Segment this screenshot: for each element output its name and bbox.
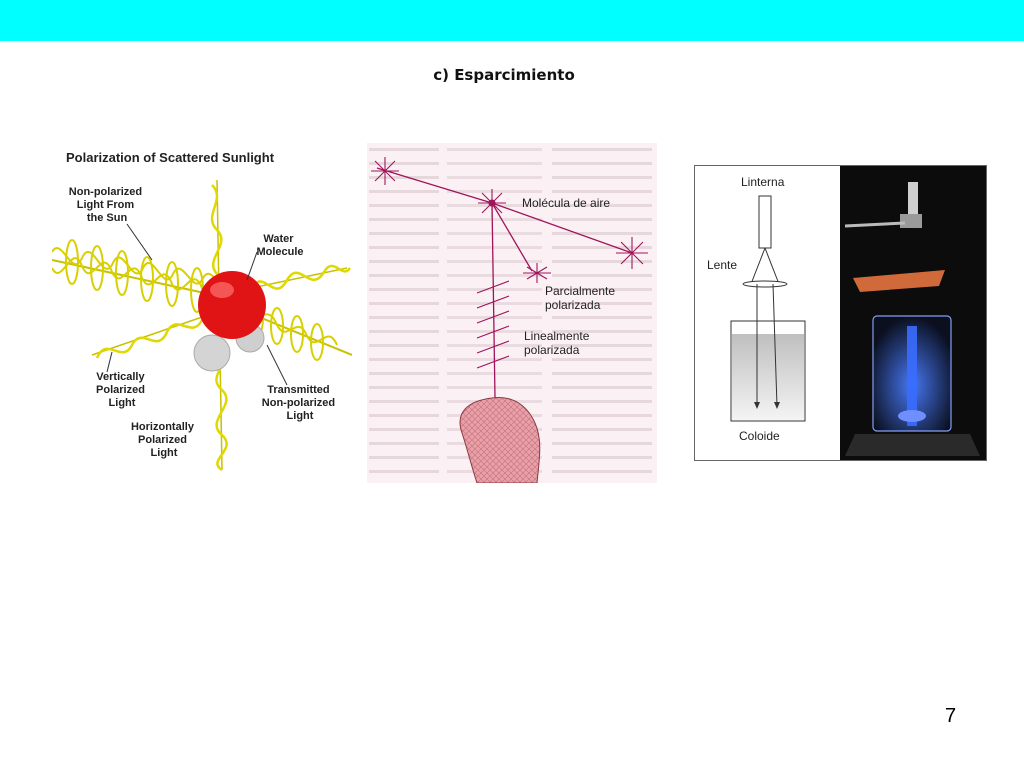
light-beam [907, 326, 917, 426]
colloid-schematic: Linterna Lente Coloide [695, 166, 840, 460]
colloid-figure: Linterna Lente Coloide [694, 165, 987, 461]
air-molecule-figure: Molécula de aire Parcialmente polarizada… [367, 143, 657, 483]
label-water-molecule: Water Molecule [256, 233, 303, 258]
label-non-polarized-source: Non-polarized Light From the Sun [69, 186, 145, 224]
polarization-figure-title: Polarization of Scattered Sunlight [66, 150, 275, 165]
label-vertically-polarized: Vertically Polarized Light [96, 371, 148, 409]
oxygen-atom [198, 271, 266, 339]
lens [742, 280, 788, 288]
label-air-molecule: Molécula de aire [522, 196, 610, 210]
flashlight [758, 195, 772, 249]
polarization-figure: Polarization of Scattered Sunlight [52, 140, 352, 475]
beaker [730, 320, 806, 422]
label-linearly-polarized: Linealmente polarizada [524, 329, 593, 357]
label-flashlight: Linterna [741, 175, 785, 189]
water-molecule [193, 271, 266, 372]
label-horizontally-polarized: Horizontally Polarized Light [131, 421, 197, 459]
page-number: 7 [945, 705, 957, 727]
header-bar [0, 0, 1024, 41]
linear-polarization-marks [476, 280, 510, 369]
label-transmitted: Transmitted Non-polarized Light [262, 384, 338, 422]
label-lens: Lente [707, 258, 737, 272]
label-colloid: Coloide [739, 429, 780, 443]
scatter-stars [371, 157, 648, 283]
hydrogen-atom [193, 334, 231, 372]
label-partially-polarized: Parcialmente polarizada [545, 284, 618, 312]
colloid-photo [840, 166, 986, 460]
light-rays [376, 167, 633, 399]
slide-title: c) Esparcimiento [433, 66, 575, 84]
observer-head [459, 396, 541, 483]
